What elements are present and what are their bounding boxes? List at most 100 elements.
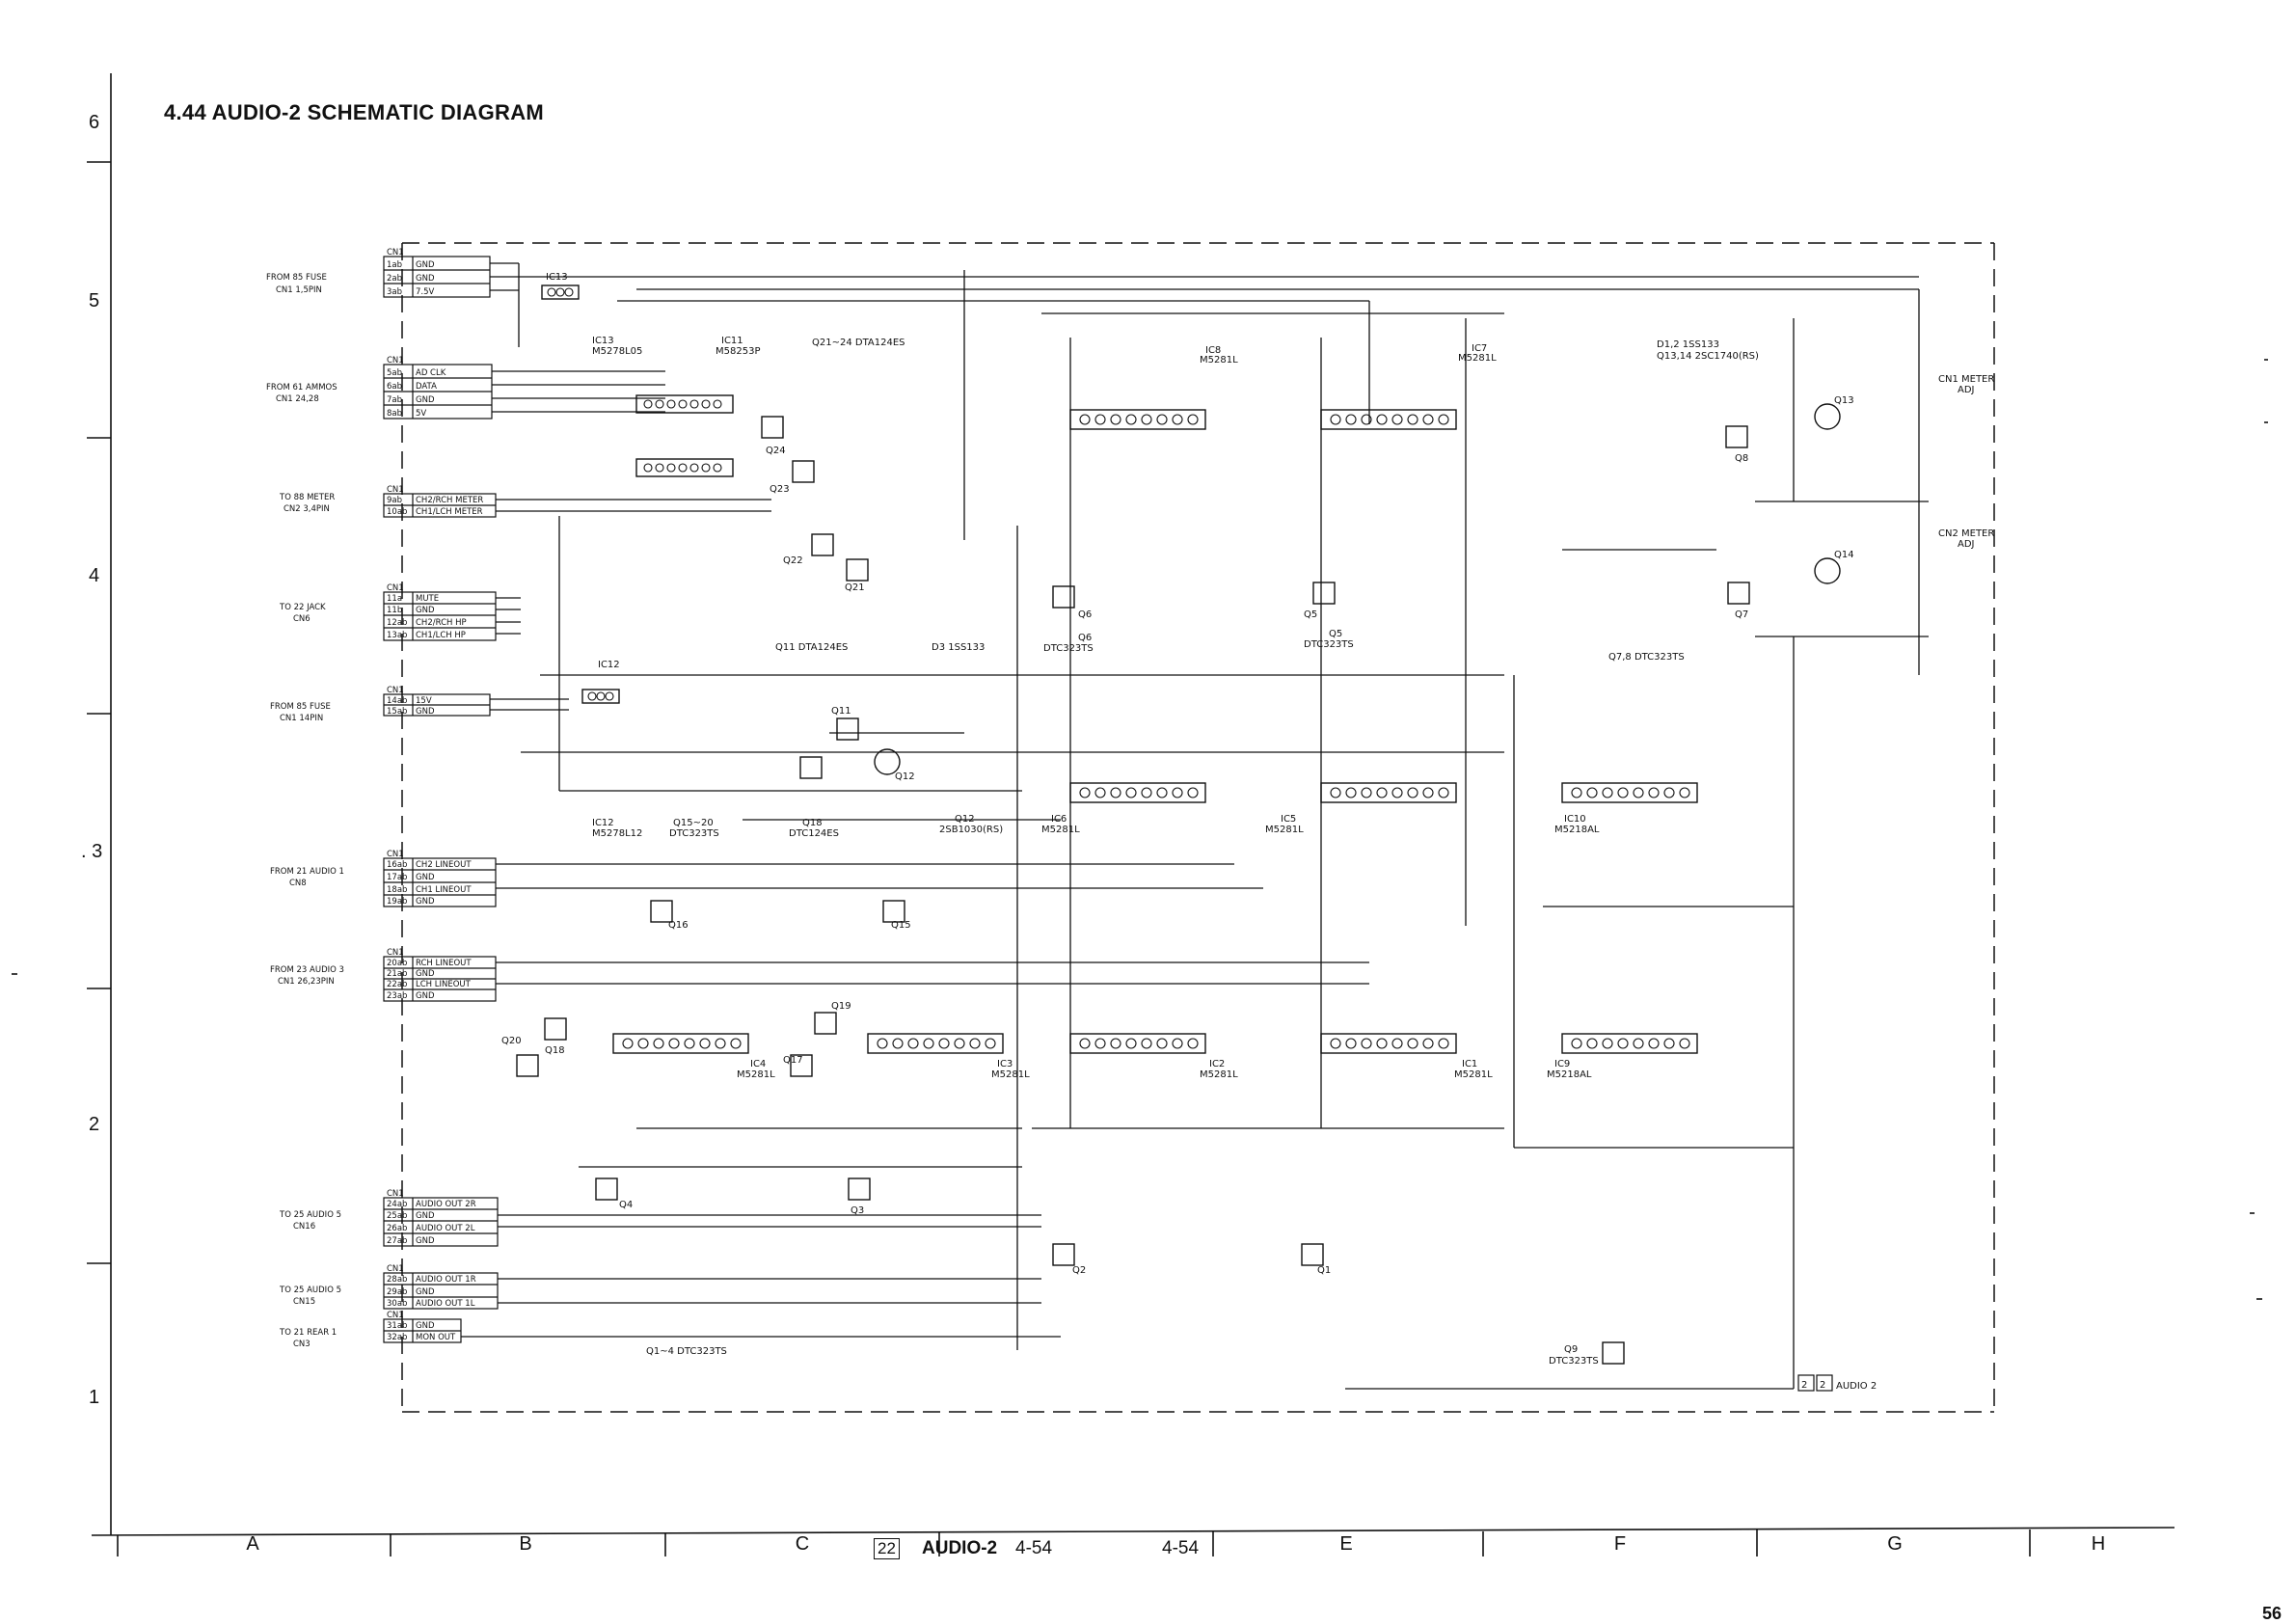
svg-text:RCH LINEOUT: RCH LINEOUT xyxy=(416,959,472,968)
svg-text:3ab: 3ab xyxy=(387,287,402,297)
svg-text:14ab: 14ab xyxy=(387,696,407,706)
svg-text:M5281L: M5281L xyxy=(737,1069,775,1080)
svg-text:Q11 DTA124ES: Q11 DTA124ES xyxy=(775,642,848,653)
svg-text:TO 25 AUDIO 5: TO 25 AUDIO 5 xyxy=(279,1210,341,1220)
svg-text:7ab: 7ab xyxy=(387,395,402,405)
svg-text:19ab: 19ab xyxy=(387,897,407,907)
svg-text:30ab: 30ab xyxy=(387,1299,407,1309)
footer-board-box: 22 xyxy=(874,1538,900,1559)
svg-text:IC1: IC1 xyxy=(1462,1059,1477,1069)
svg-text:GND: GND xyxy=(416,1321,435,1331)
svg-text:Q3: Q3 xyxy=(851,1205,864,1216)
svg-text:IC9: IC9 xyxy=(1554,1059,1570,1069)
svg-text:8ab: 8ab xyxy=(387,409,402,419)
svg-text:7.5V: 7.5V xyxy=(416,287,435,297)
svg-text:M5281L: M5281L xyxy=(1200,355,1238,365)
svg-text:M5281L: M5281L xyxy=(1200,1069,1238,1080)
svg-text:21ab: 21ab xyxy=(387,969,407,979)
svg-text:17ab: 17ab xyxy=(387,873,407,882)
svg-text:16ab: 16ab xyxy=(387,860,407,870)
svg-text:Q5: Q5 xyxy=(1304,609,1317,620)
row-label-5: 5 xyxy=(89,290,100,311)
svg-text:GND: GND xyxy=(416,707,435,717)
footer-page-ref-1: 4-54 xyxy=(1015,1538,1053,1558)
svg-text:1ab: 1ab xyxy=(387,260,402,270)
svg-text:IC5: IC5 xyxy=(1281,814,1296,825)
svg-text:Q23: Q23 xyxy=(770,484,790,495)
svg-text:11a: 11a xyxy=(387,594,402,604)
svg-text:CN1 METER: CN1 METER xyxy=(1938,374,1994,385)
svg-text:6ab: 6ab xyxy=(387,382,402,392)
svg-text:CH2/RCH HP: CH2/RCH HP xyxy=(416,618,467,628)
svg-text:Q15~20: Q15~20 xyxy=(673,818,714,828)
svg-text:D3 1SS133: D3 1SS133 xyxy=(932,642,985,653)
footer-page-ref-2: 4-54 xyxy=(1162,1538,1200,1558)
svg-text:31ab: 31ab xyxy=(387,1321,407,1331)
svg-text:Q22: Q22 xyxy=(783,555,803,566)
svg-text:CN1: CN1 xyxy=(387,1264,404,1274)
svg-text:GND: GND xyxy=(416,1236,435,1246)
svg-text:CN1: CN1 xyxy=(387,248,404,257)
svg-text:M5281L: M5281L xyxy=(1458,353,1497,364)
svg-text:Q16: Q16 xyxy=(668,920,689,931)
col-label-h: H xyxy=(2091,1533,2106,1555)
footer-board-name: AUDIO-2 xyxy=(922,1538,998,1558)
svg-text:Q21~24 DTA124ES: Q21~24 DTA124ES xyxy=(812,338,905,348)
svg-text:Q1: Q1 xyxy=(1317,1265,1331,1276)
svg-text:GND: GND xyxy=(416,873,435,882)
svg-text:CH1 LINEOUT: CH1 LINEOUT xyxy=(416,885,472,895)
svg-text:D1,2 1SS133: D1,2 1SS133 xyxy=(1657,339,1719,350)
svg-text:CN1: CN1 xyxy=(387,356,404,365)
svg-text:CN16: CN16 xyxy=(293,1222,315,1232)
svg-text:Q18: Q18 xyxy=(802,818,823,828)
svg-text:28ab: 28ab xyxy=(387,1275,407,1285)
svg-text:CN1: CN1 xyxy=(387,485,404,495)
row-label-2: 2 xyxy=(89,1114,100,1135)
svg-text:AUDIO 2: AUDIO 2 xyxy=(1836,1381,1877,1392)
svg-text:AUDIO OUT 2R: AUDIO OUT 2R xyxy=(416,1200,476,1209)
svg-text:FROM 23 AUDIO 3: FROM 23 AUDIO 3 xyxy=(270,965,344,975)
svg-text:AD CLK: AD CLK xyxy=(416,368,446,378)
svg-text:Q7: Q7 xyxy=(1735,609,1748,620)
svg-text:DTC323TS: DTC323TS xyxy=(669,828,719,839)
svg-text:29ab: 29ab xyxy=(387,1287,407,1297)
svg-text:GND: GND xyxy=(416,606,435,615)
svg-text:CN6: CN6 xyxy=(293,614,311,624)
svg-text:Q11: Q11 xyxy=(831,706,851,717)
svg-text:TO 22 JACK: TO 22 JACK xyxy=(279,603,326,612)
svg-text:FROM 85 FUSE: FROM 85 FUSE xyxy=(266,273,327,283)
svg-text:23ab: 23ab xyxy=(387,991,407,1001)
svg-text:IC12: IC12 xyxy=(598,660,620,670)
col-label-f: F xyxy=(1613,1533,1627,1555)
svg-text:2: 2 xyxy=(1820,1380,1825,1391)
svg-text:Q5: Q5 xyxy=(1329,629,1342,639)
svg-text:CN15: CN15 xyxy=(293,1297,315,1307)
svg-text:Q15: Q15 xyxy=(891,920,911,931)
svg-text:27ab: 27ab xyxy=(387,1236,407,1246)
svg-text:10ab: 10ab xyxy=(387,507,407,517)
svg-text:IC3: IC3 xyxy=(997,1059,1013,1069)
row-label-3: . 3 xyxy=(81,841,103,862)
svg-text:Q18: Q18 xyxy=(545,1045,565,1056)
svg-text:IC4: IC4 xyxy=(750,1059,766,1069)
svg-text:Q2: Q2 xyxy=(1072,1265,1086,1276)
svg-text:M5281L: M5281L xyxy=(1041,825,1080,835)
col-label-b: B xyxy=(519,1533,532,1555)
svg-text:M5278L12: M5278L12 xyxy=(592,828,642,839)
svg-text:5ab: 5ab xyxy=(387,368,402,378)
svg-text:DTC323TS: DTC323TS xyxy=(1549,1356,1599,1367)
svg-text:ADJ: ADJ xyxy=(1958,385,1975,395)
svg-text:IC2: IC2 xyxy=(1209,1059,1225,1069)
svg-text:5V: 5V xyxy=(416,409,426,419)
svg-text:MON OUT: MON OUT xyxy=(416,1333,456,1342)
svg-text:24ab: 24ab xyxy=(387,1200,407,1209)
svg-text:CN1 26,23PIN: CN1 26,23PIN xyxy=(278,977,335,987)
svg-text:CN2 METER: CN2 METER xyxy=(1938,528,1994,539)
svg-text:CN3: CN3 xyxy=(293,1340,311,1349)
svg-text:20ab: 20ab xyxy=(387,959,407,968)
svg-text:CH2 LINEOUT: CH2 LINEOUT xyxy=(416,860,472,870)
svg-text:CN1: CN1 xyxy=(387,1311,404,1320)
svg-text:12ab: 12ab xyxy=(387,618,407,628)
